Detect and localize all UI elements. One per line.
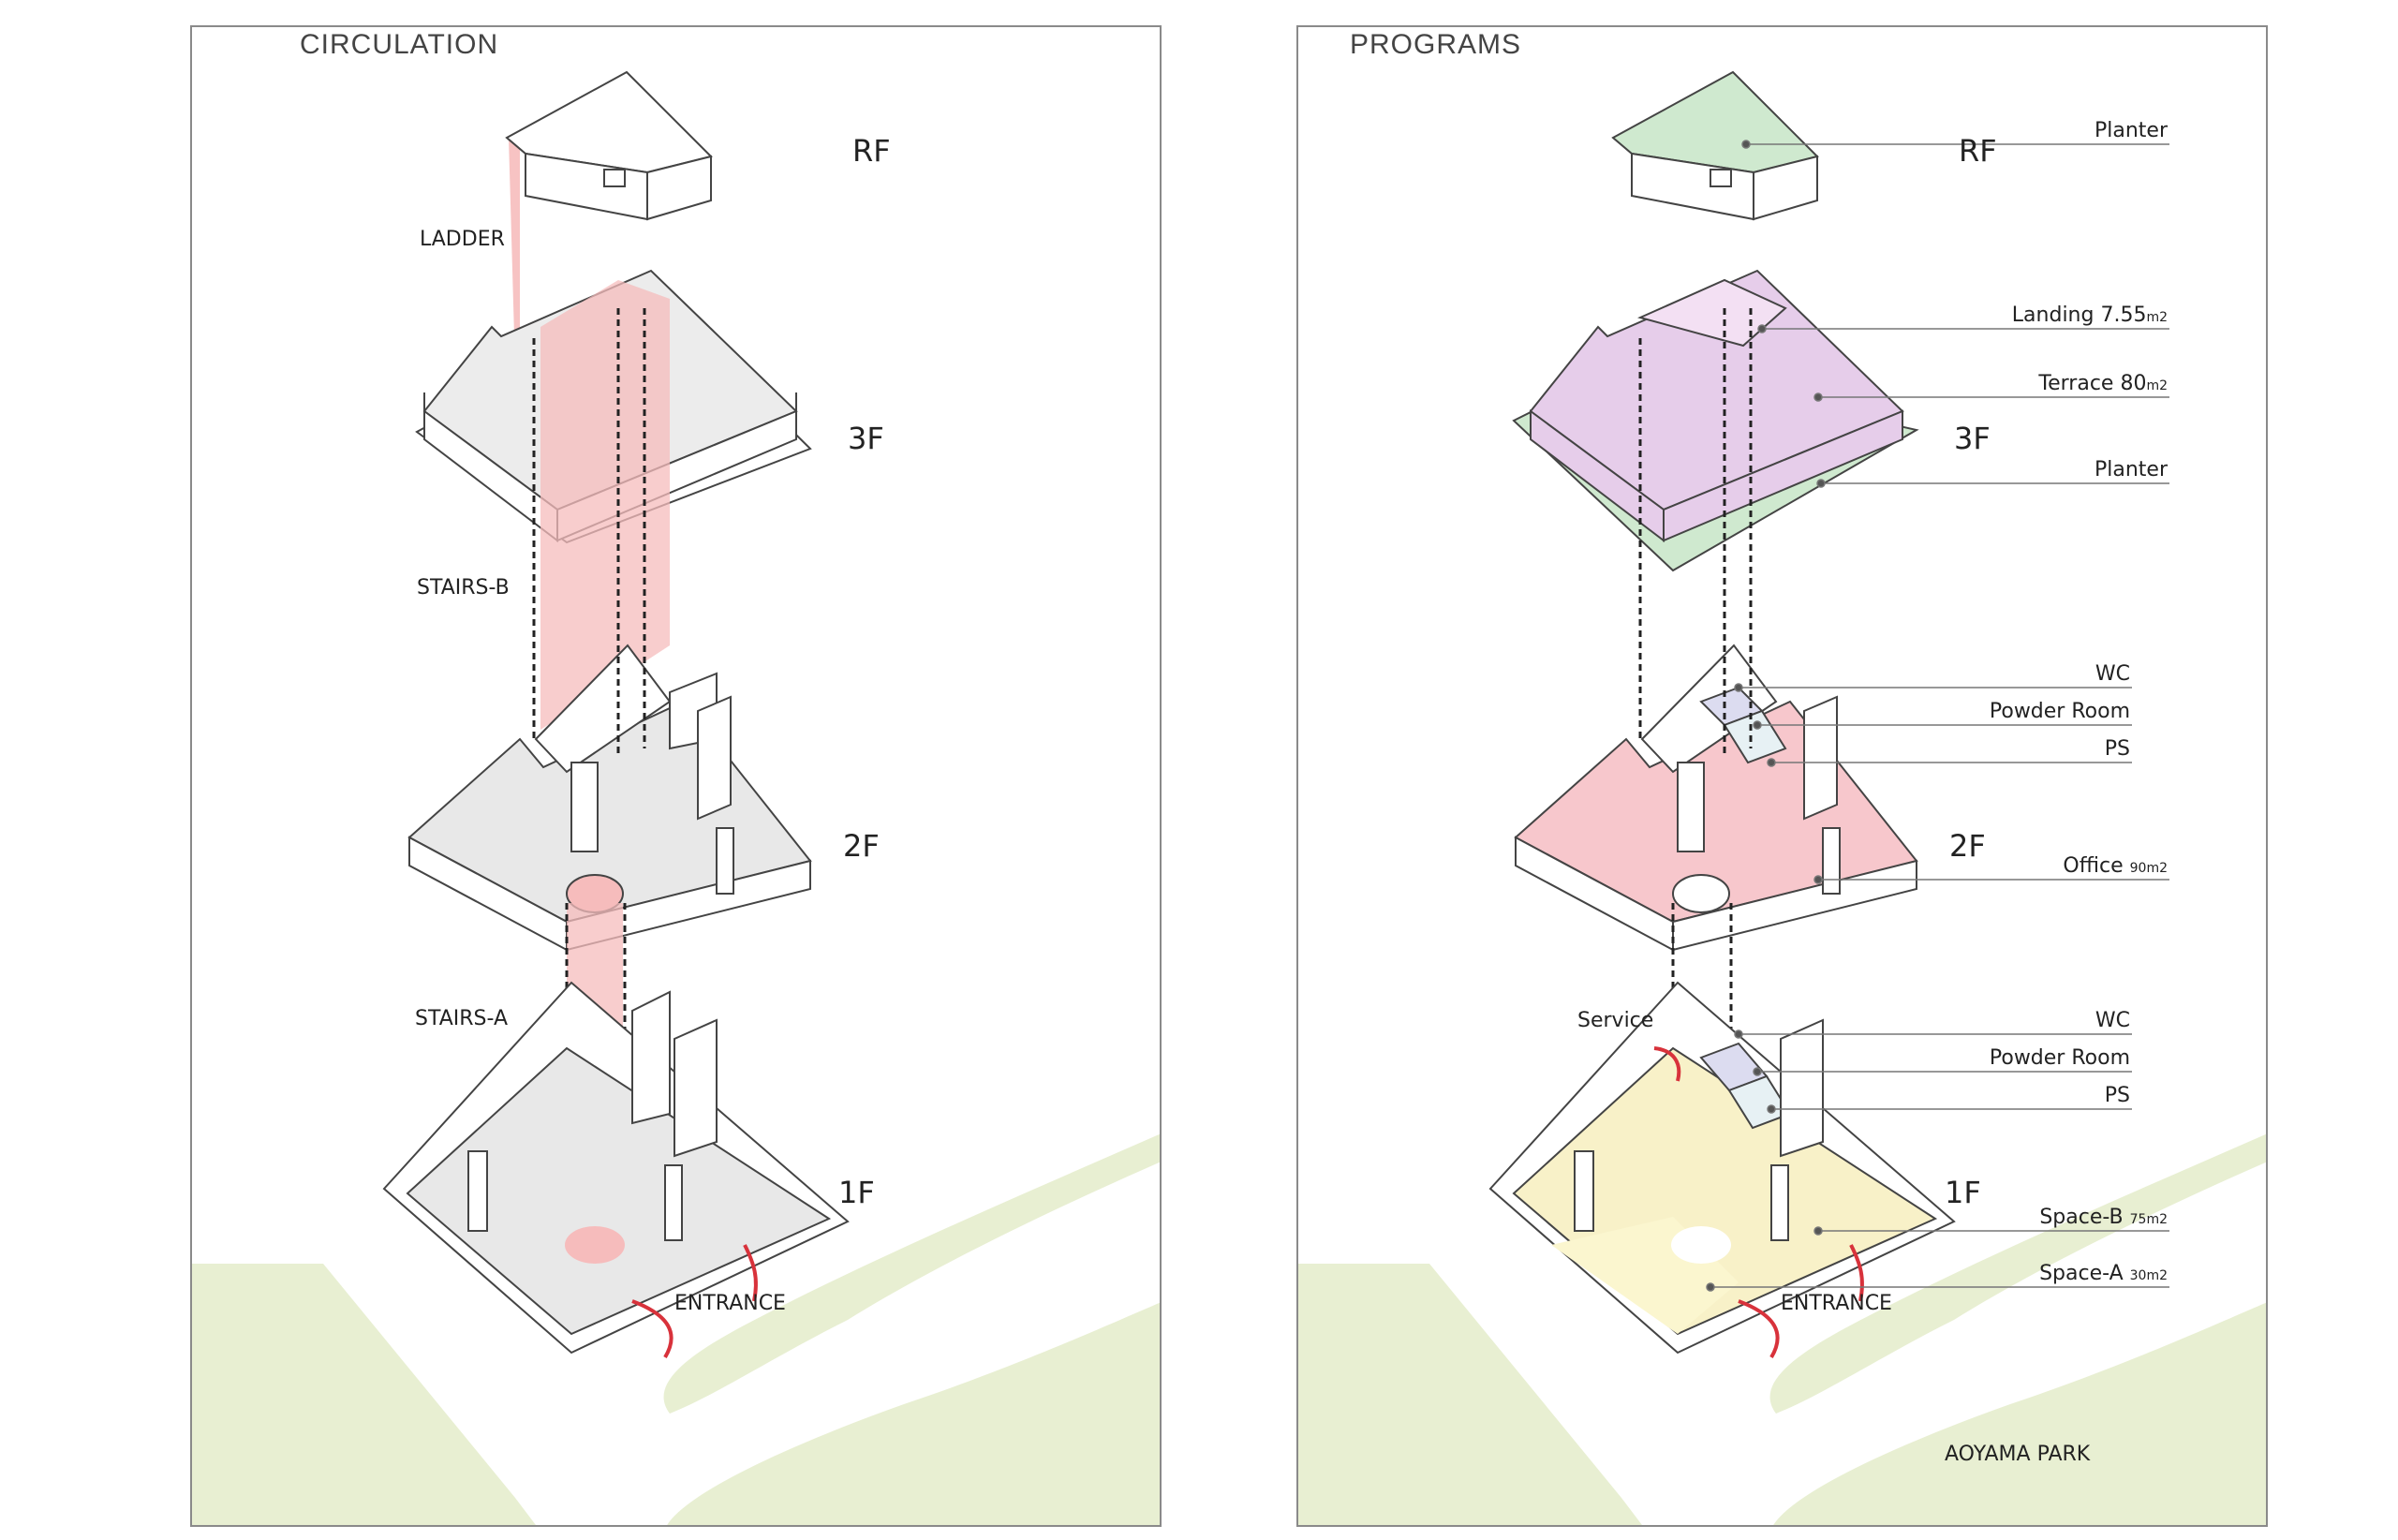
floor-2f: [407, 644, 812, 952]
floor-2f: [1514, 644, 1918, 952]
ps-2f-tag: PS: [2105, 737, 2130, 761]
entrance-arrows: [631, 1244, 758, 1359]
ps-1f-tag: PS: [2105, 1084, 2130, 1107]
entrance-label: ENTRANCE: [674, 1292, 786, 1315]
ladder-shaft: [509, 138, 520, 336]
terrace-tag: Terrace 80m2: [2037, 372, 2168, 395]
park-area: [1298, 1133, 2266, 1525]
panel-title: CIRCULATION: [300, 29, 499, 60]
stairs-b-label: STAIRS-B: [417, 576, 510, 600]
circulation-diagram: LADDER STAIRS-B STAIRS-A ENTRANCE RF 3F …: [192, 70, 1160, 1525]
stair-core-1f: [1671, 1226, 1731, 1264]
space-a-tag: Space-A 30m2: [2039, 1262, 2168, 1285]
wc-2f-tag: WC: [2095, 662, 2130, 686]
floor-1f: [382, 981, 850, 1355]
stair-core-1f: [565, 1226, 625, 1264]
floor-label-1f: 1F: [838, 1175, 875, 1210]
landing-area: [1637, 278, 1787, 348]
service-label: Service: [1577, 1009, 1653, 1032]
floor-label-2f: 2F: [1949, 828, 1986, 864]
stair-core-2f: [1672, 874, 1730, 913]
panel-title: PROGRAMS: [1350, 29, 1522, 60]
floor-label-3f: 3F: [848, 421, 884, 456]
powder-2f-tag: Powder Room: [1990, 700, 2130, 723]
floor-label-rf: RF: [852, 133, 891, 169]
floor-label-1f: 1F: [1945, 1175, 1981, 1210]
floor-label-rf: RF: [1959, 133, 1997, 169]
powder-1f-tag: Powder Room: [1990, 1046, 2130, 1070]
wc-1f-tag: WC: [2095, 1009, 2130, 1032]
circulation-panel: CIRCULATION: [190, 25, 1162, 1527]
programs-diagram: Planter Landing 7.55m2 Terrace 80m2 Plan…: [1298, 70, 2266, 1525]
floor-label-2f: 2F: [843, 828, 880, 864]
planter-rf-tag: Planter: [2095, 119, 2169, 142]
planter-3f-tag: Planter: [2095, 458, 2169, 481]
stairs-a-label: STAIRS-A: [415, 1007, 508, 1030]
leader-lines: [1706, 140, 2169, 1292]
entrance-label: ENTRANCE: [1781, 1292, 1892, 1315]
entrance-arrows: [1653, 1046, 1864, 1359]
floor-1f: [1488, 981, 1956, 1355]
space-b-tag: Space-B 75m2: [2039, 1206, 2168, 1229]
park-area: [192, 1133, 1160, 1525]
office-tag: Office 90m2: [2063, 854, 2168, 878]
floor-label-3f: 3F: [1954, 421, 1991, 456]
landing-tag: Landing 7.55m2: [2012, 304, 2168, 327]
rf-penthouse: [505, 70, 713, 221]
floor-3f: [1512, 269, 1919, 572]
park-label: AOYAMA PARK: [1945, 1443, 2091, 1466]
circulation-stairs-b: [540, 280, 670, 730]
ladder-label: LADDER: [420, 228, 505, 251]
programs-panel: PROGRAMS: [1296, 25, 2268, 1527]
rf-penthouse: [1611, 70, 1819, 221]
